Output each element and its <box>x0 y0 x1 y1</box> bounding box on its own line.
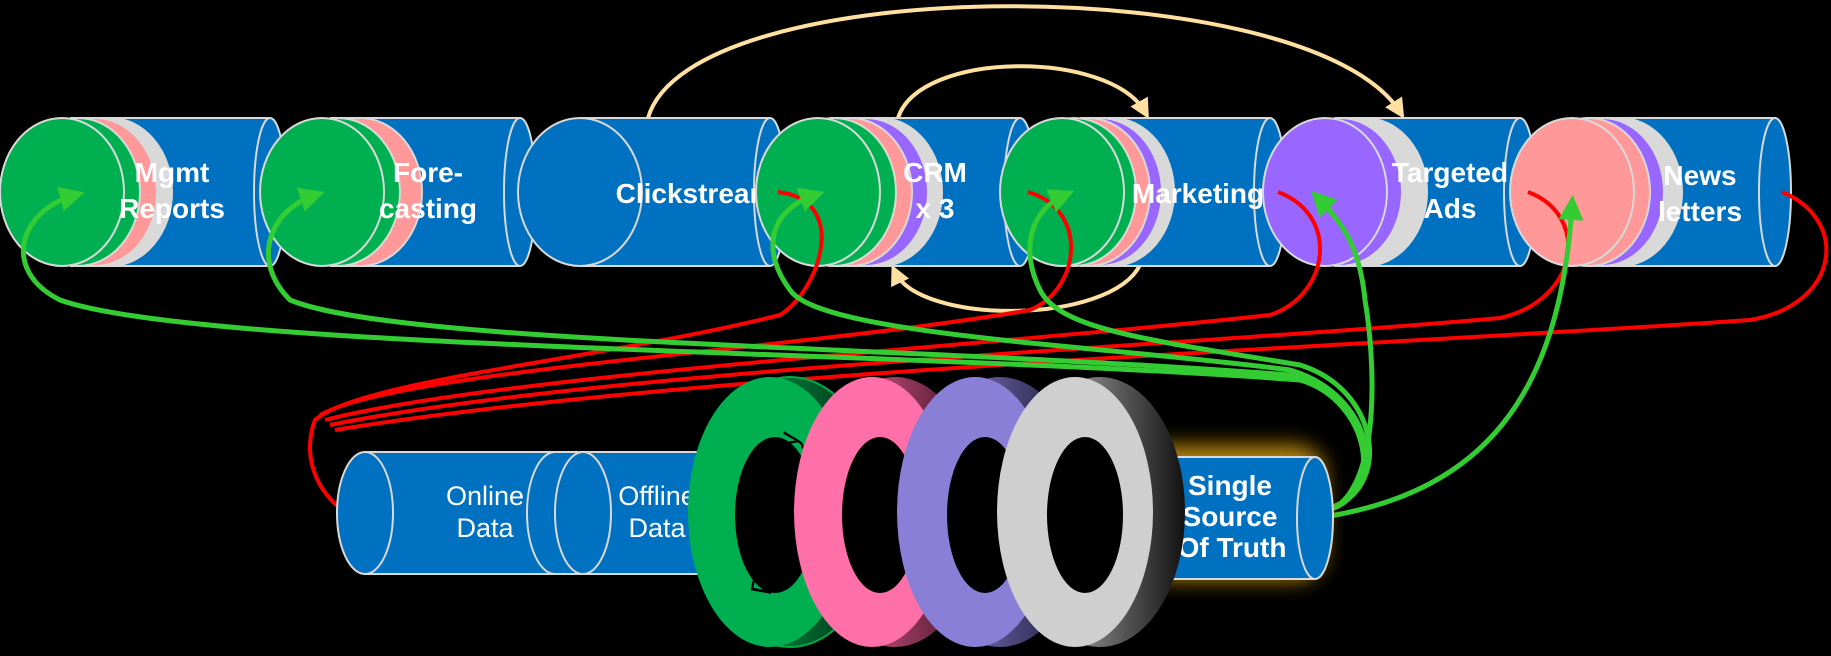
ring-analytics: Analytics <box>997 377 1185 647</box>
label-crm-l2: x 3 <box>916 193 955 224</box>
label-fore-l2: casting <box>379 193 477 224</box>
cylinder-crm: CRM x 3 <box>755 117 1037 267</box>
green-arrows <box>20 186 1584 519</box>
top-cylinders: Mgmt Reports Fore- casting Clickstream <box>0 117 1792 267</box>
cylinder-forecasting: Fore- casting <box>259 117 537 267</box>
label-clickstream: Clickstream <box>616 178 775 209</box>
bottom-row: Online Data Offline Data Single Source O… <box>336 376 1334 648</box>
label-targeted-l1: Targeted <box>1392 157 1508 188</box>
cylinder-marketing: Marketing <box>999 117 1287 267</box>
label-news-l2: letters <box>1658 196 1742 227</box>
cylinder-online-data: Online Data <box>336 451 584 575</box>
cylinder-newsletters: News letters <box>1509 117 1792 267</box>
label-truth-l2: Source <box>1183 501 1278 532</box>
label-crm-l1: CRM <box>903 157 967 188</box>
label-mgmt-l1: Mgmt <box>135 157 210 188</box>
label-news-l1: News <box>1663 160 1736 191</box>
label-offline-l1: Offline <box>618 481 696 511</box>
cylinder-mgmt-reports: Mgmt Reports <box>0 117 287 267</box>
label-online-l2: Data <box>456 513 514 543</box>
label-truth-l1: Single <box>1188 470 1272 501</box>
label-targeted-l2: Ads <box>1424 193 1477 224</box>
cylinder-clickstream: Clickstream <box>517 117 787 267</box>
label-online-l1: Online <box>446 481 524 511</box>
label-marketing: Marketing <box>1132 178 1264 209</box>
label-offline-l2: Data <box>628 513 686 543</box>
label-truth-l3: Of Truth <box>1178 532 1287 563</box>
label-mgmt-l2: Reports <box>119 193 225 224</box>
label-fore-l1: Fore- <box>393 157 463 188</box>
cylinder-targeted-ads: Targeted Ads <box>1262 117 1537 267</box>
